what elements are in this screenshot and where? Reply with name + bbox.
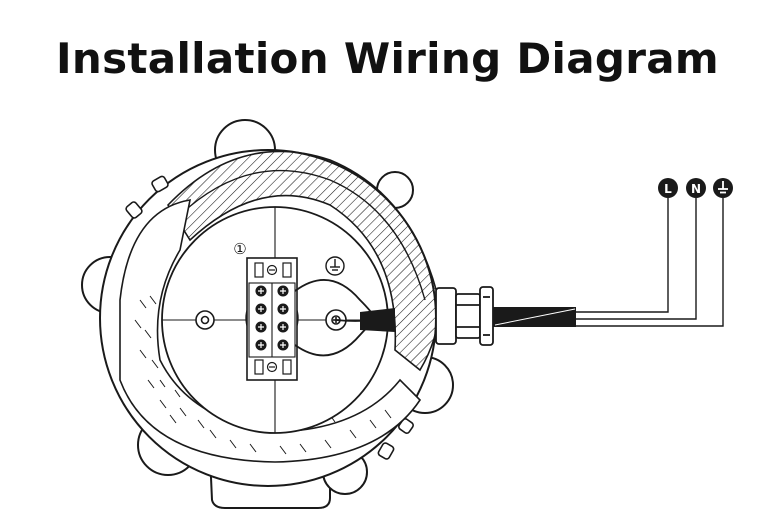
wire-N — [576, 198, 697, 320]
terminal-screws — [248, 282, 296, 358]
wire-L — [576, 198, 669, 313]
terminal-label-L: L — [658, 178, 678, 198]
terminal-label-ground-icon — [713, 178, 733, 198]
label-N: N — [691, 182, 701, 196]
cable-entry-sheath — [360, 308, 395, 332]
ground-icon — [325, 256, 345, 276]
page-title: Installation Wiring Diagram — [56, 34, 719, 83]
power-cable — [493, 198, 724, 327]
wire-PE — [576, 198, 724, 327]
cable-gland — [435, 286, 494, 346]
housing-bolt-nubs — [125, 175, 414, 460]
cover-cross-section — [166, 150, 441, 372]
mounting-screw — [195, 310, 215, 330]
terminal-block — [245, 257, 299, 381]
callout-number: ① — [233, 240, 246, 258]
terminal-label-N: N — [686, 178, 706, 198]
terminal-top-strip — [254, 262, 292, 278]
label-L: L — [664, 182, 672, 196]
terminal-bottom-strip — [254, 359, 292, 375]
